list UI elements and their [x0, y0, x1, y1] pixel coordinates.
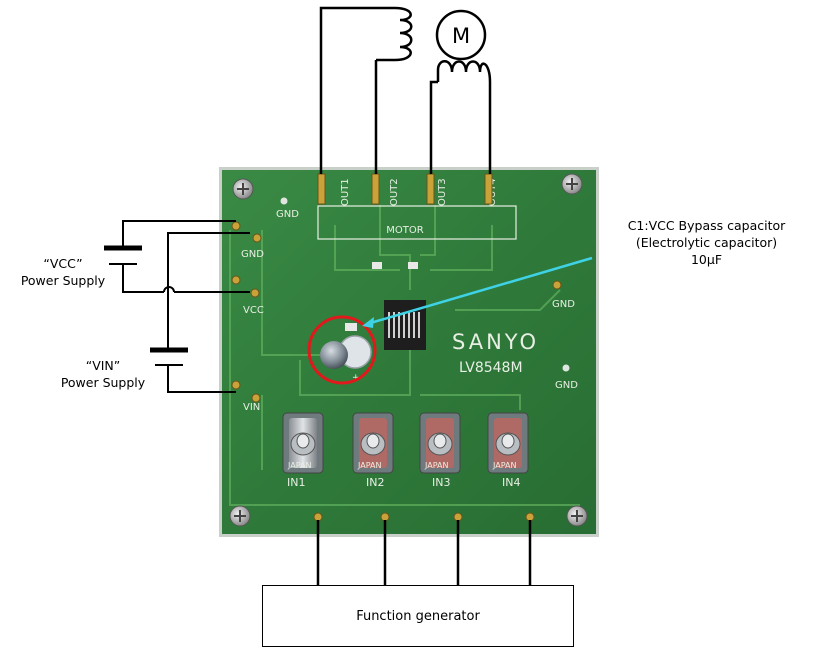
vcc-supply-label: “VCC” Power Supply — [8, 255, 118, 289]
gnd-top-label: GND — [276, 209, 299, 220]
out2-label: OUT2 — [389, 178, 400, 206]
smd-part-1 — [372, 262, 382, 269]
switch-in4-brand: JAPAN — [492, 461, 516, 470]
vcc-pin-label: VCC — [243, 305, 264, 316]
capacitor-body — [320, 341, 348, 369]
switch-in3-brand: JAPAN — [424, 461, 448, 470]
switch-in2-brand: JAPAN — [357, 461, 381, 470]
capacitor-annotation: C1:VCC Bypass capacitor (Electrolytic ca… — [588, 217, 825, 268]
out1-label: OUT1 — [340, 178, 351, 206]
vin-supply-label: “VIN” Power Supply — [48, 357, 158, 391]
vin-supply-desc: Power Supply — [48, 374, 158, 391]
gnd-left-label: GND — [241, 249, 264, 260]
sanyo-logo-text: SANYO — [452, 330, 539, 354]
function-generator-label: Function generator — [356, 609, 480, 624]
vin-supply-name: “VIN” — [48, 357, 158, 374]
motor-box-label: MOTOR — [386, 225, 423, 236]
vcc-supply-name: “VCC” — [8, 255, 118, 272]
part-number-text: LV8548M — [459, 360, 523, 376]
function-generator-box: Function generator — [262, 585, 574, 647]
vcc-supply-desc: Power Supply — [8, 272, 118, 289]
in3-label: IN3 — [432, 476, 450, 489]
switch-in1-brand: JAPAN — [287, 461, 311, 470]
gnd-right2-label: GND — [555, 380, 578, 391]
capacitor-annotation-line3: 10μF — [588, 251, 825, 268]
capacitor-annotation-line1: C1:VCC Bypass capacitor — [588, 217, 825, 234]
in1-label: IN1 — [287, 476, 305, 489]
in2-label: IN2 — [366, 476, 384, 489]
gnd-right2-pad — [563, 365, 570, 372]
smd-part-3 — [345, 323, 357, 331]
in4-label: IN4 — [502, 476, 520, 489]
gnd-top-pad — [281, 198, 288, 205]
motor-symbol-label: M — [452, 24, 470, 48]
out3-label: OUT3 — [437, 178, 448, 206]
capacitor-annotation-line2: (Electrolytic capacitor) — [588, 234, 825, 251]
gnd-right-label: GND — [552, 299, 575, 310]
vin-pin-label: VIN — [243, 402, 260, 413]
smd-part-2 — [408, 262, 418, 269]
